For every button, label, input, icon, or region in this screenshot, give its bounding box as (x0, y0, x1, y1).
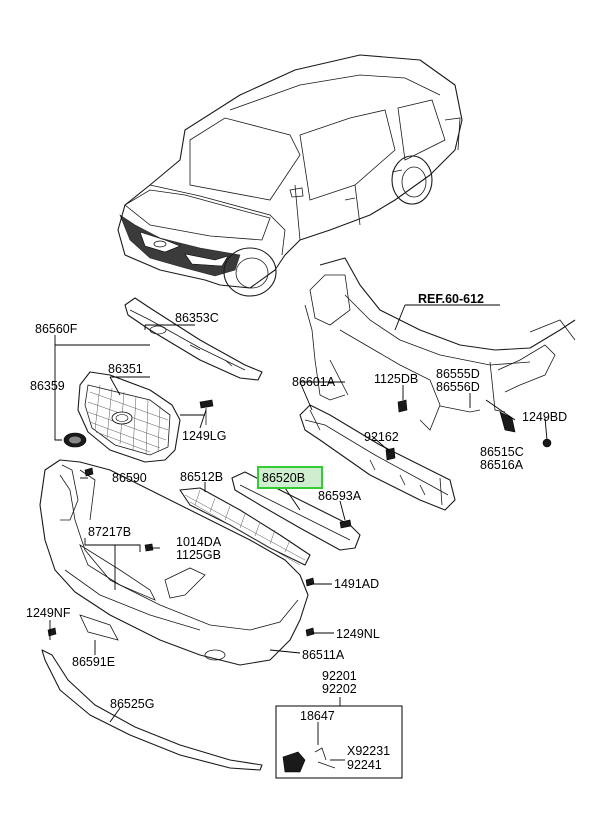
label-86601A[interactable]: 86601A (292, 375, 336, 389)
radiator-grille (63, 371, 214, 463)
label-86512B[interactable]: 86512B (180, 470, 223, 484)
label-ref[interactable]: REF.60-612 (418, 292, 484, 306)
label-92241[interactable]: 92241 (347, 758, 382, 772)
label-1249BD[interactable]: 1249BD (522, 410, 567, 424)
label-86516A[interactable]: 86516A (480, 458, 524, 472)
label-86590[interactable]: 86590 (112, 471, 147, 485)
label-18647[interactable]: 18647 (300, 709, 335, 723)
vehicle-illustration (117, 54, 463, 297)
label-1249NL[interactable]: 1249NL (336, 627, 380, 641)
label-1491AD[interactable]: 1491AD (334, 577, 379, 591)
grille-bracket (124, 297, 263, 381)
label-X92231[interactable]: X92231 (347, 744, 390, 758)
lower-lip (41, 649, 263, 771)
label-86560F[interactable]: 86560F (35, 322, 78, 336)
label-86515C[interactable]: 86515C (480, 445, 524, 459)
label-92202[interactable]: 92202 (322, 682, 357, 696)
label-86351[interactable]: 86351 (108, 362, 143, 376)
leader-lines (49, 304, 548, 779)
label-86525G[interactable]: 86525G (110, 697, 154, 711)
label-92162[interactable]: 92162 (364, 430, 399, 444)
label-86520B[interactable]: 86520B (262, 471, 305, 485)
label-92201[interactable]: 92201 (322, 669, 357, 683)
tow-hook-kit (282, 747, 336, 773)
bumper-cover (39, 459, 315, 666)
label-86593A[interactable]: 86593A (318, 489, 362, 503)
label-86359[interactable]: 86359 (30, 379, 65, 393)
label-1125DB[interactable]: 1125DB (374, 372, 418, 386)
label-86511A[interactable]: 86511A (302, 648, 345, 662)
bumper-beam (299, 404, 456, 511)
lower-grille (179, 487, 311, 566)
label-86555D[interactable]: 86555D (436, 367, 480, 381)
label-86353C[interactable]: 86353C (175, 311, 219, 325)
label-1125GB[interactable]: 1125GB (176, 548, 221, 562)
label-1249LG[interactable]: 1249LG (182, 429, 226, 443)
label-87217B[interactable]: 87217B (88, 525, 131, 539)
small-hardware (385, 399, 552, 461)
label-86591E[interactable]: 86591E (72, 655, 115, 669)
label-1014DA[interactable]: 1014DA (176, 535, 222, 549)
label-1249NF[interactable]: 1249NF (26, 606, 71, 620)
highlight-box-86520B[interactable] (257, 466, 323, 489)
radiator-support-ref (304, 257, 576, 431)
label-86556D[interactable]: 86556D (436, 380, 480, 394)
